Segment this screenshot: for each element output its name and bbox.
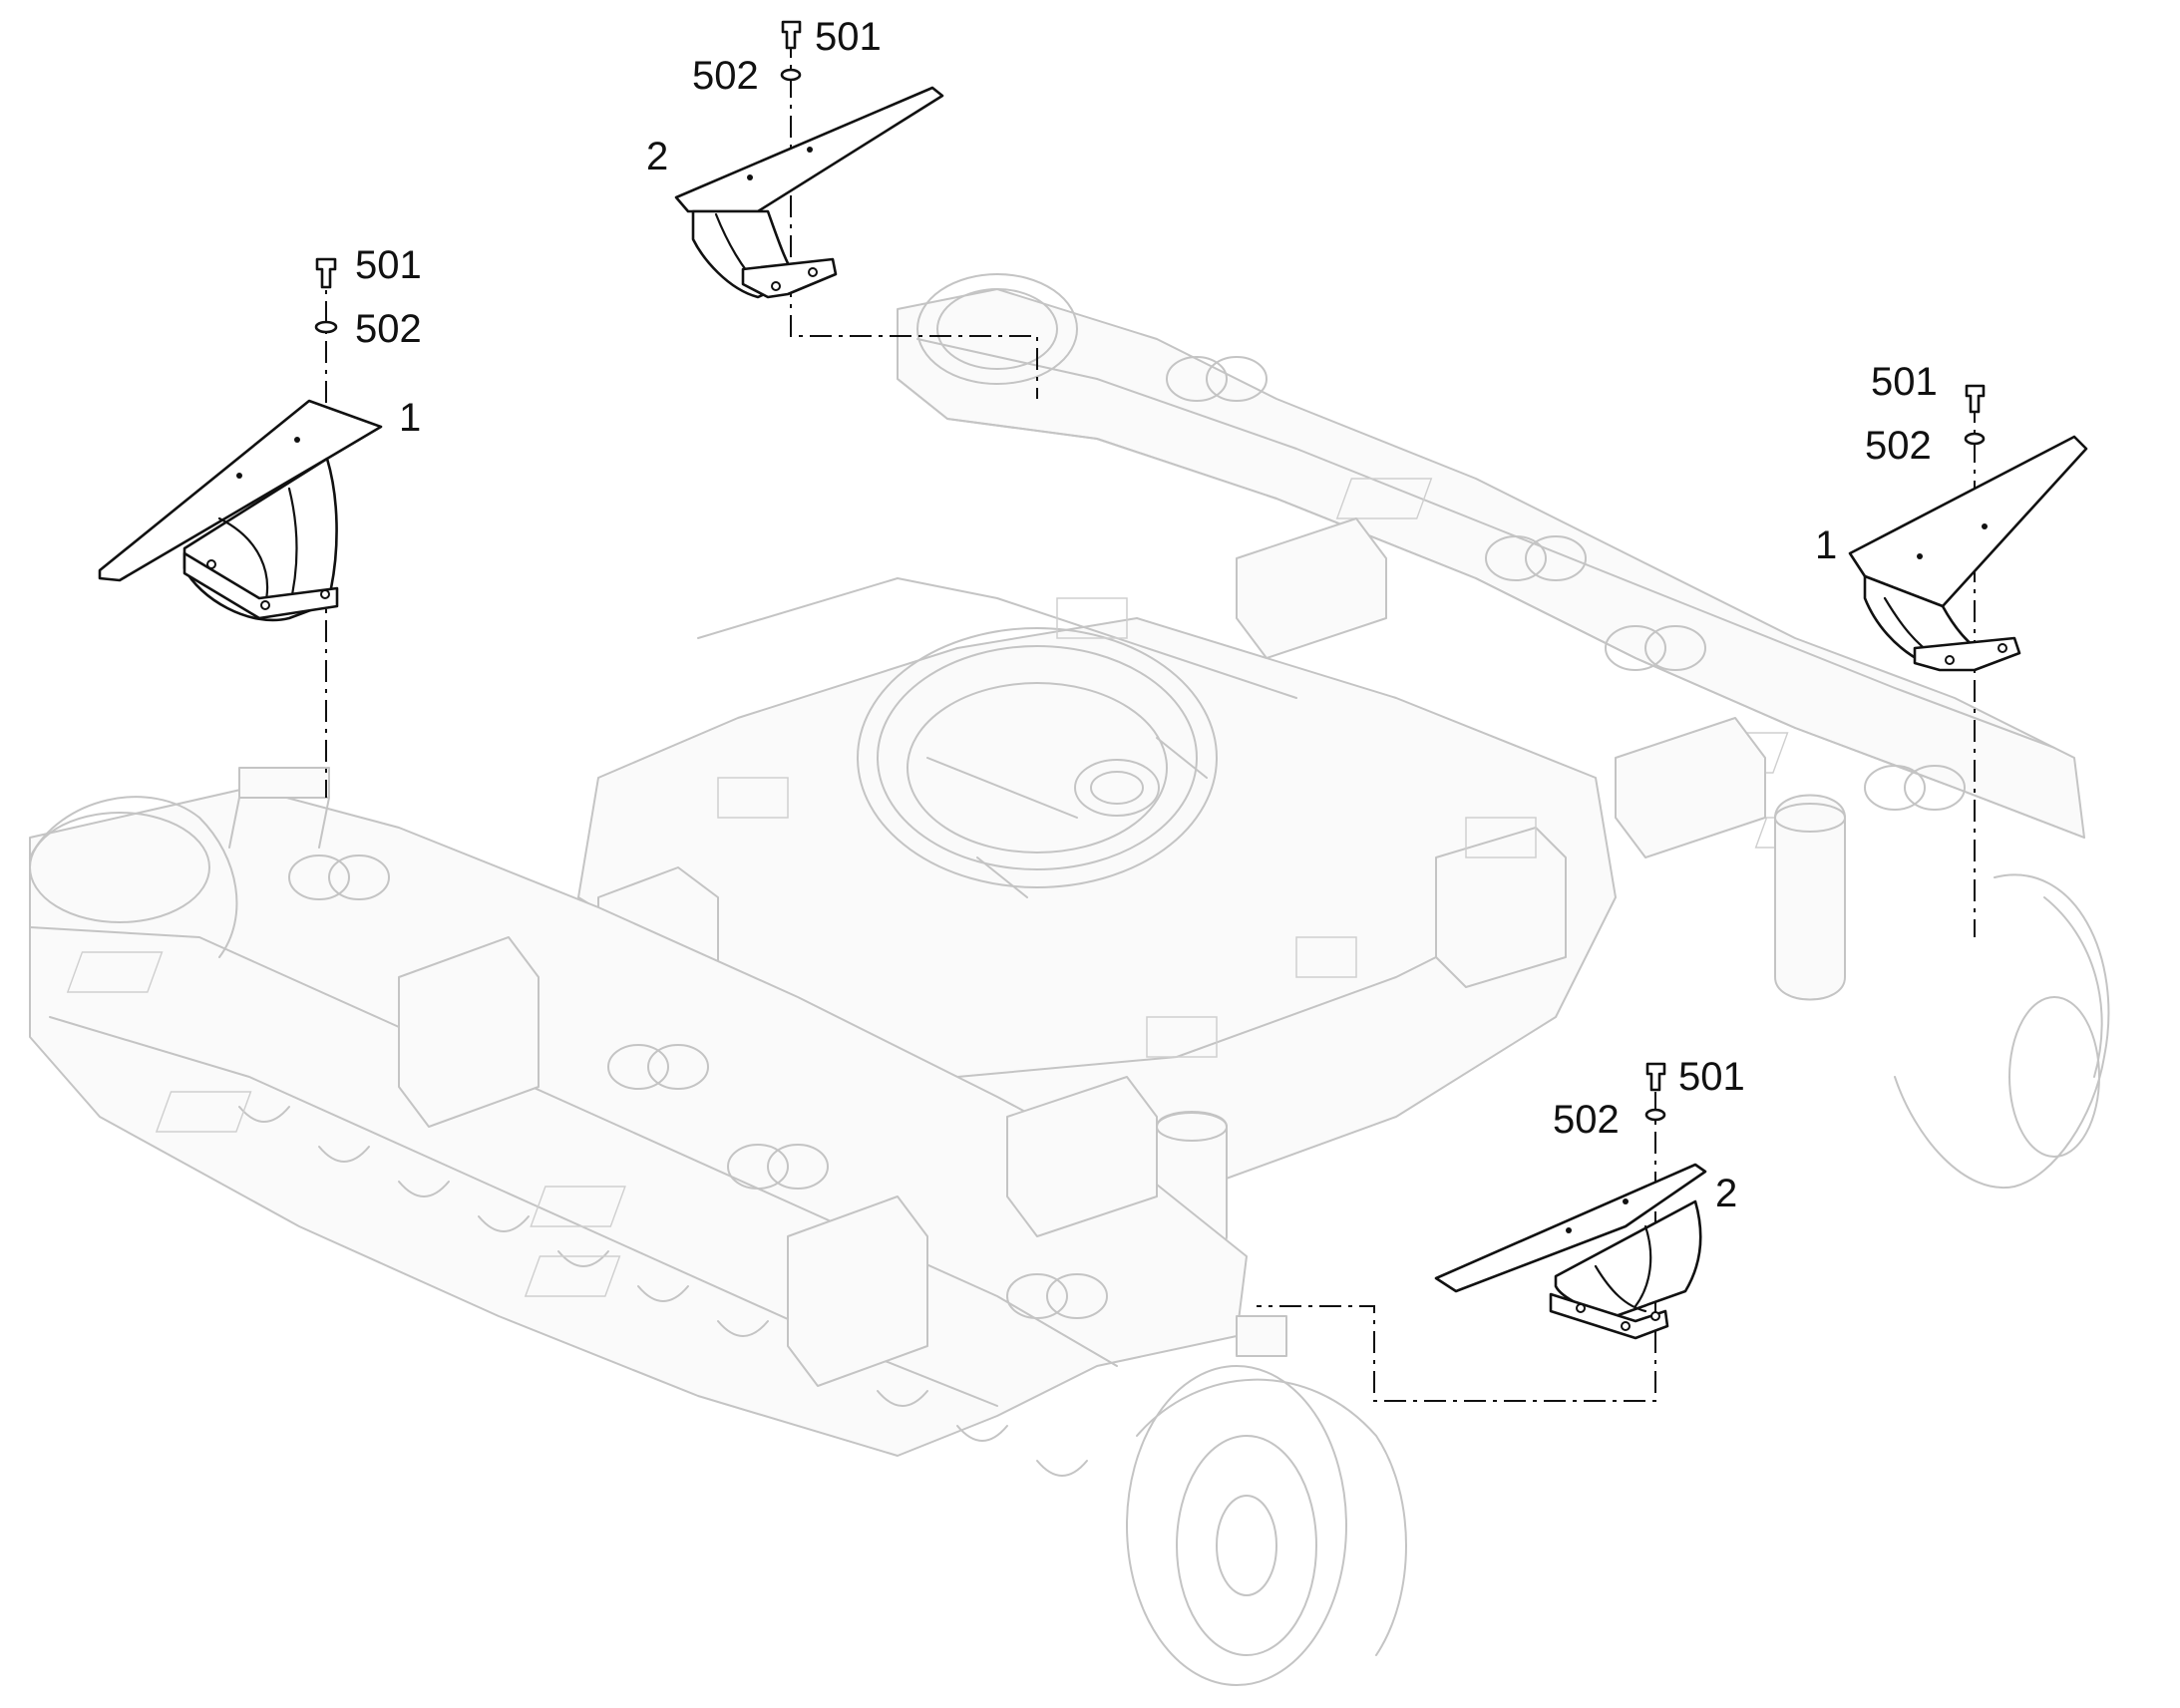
bolt-501-bottom [1645, 1062, 1666, 1092]
callout-2-bottom: 2 [1715, 1172, 1737, 1215]
bolt-501-top [781, 20, 802, 50]
bracket-part-2-bottom [1434, 1163, 1707, 1340]
callout-502-bottom: 502 [1553, 1098, 1620, 1142]
bracket-part-1-right [1848, 435, 2088, 672]
fasteners-top [780, 20, 802, 82]
bracket-part-1-left [98, 399, 383, 622]
callout-501-right: 501 [1871, 360, 1938, 404]
bracket-2-bottom-plate [1434, 1163, 1707, 1293]
callout-501-bottom: 501 [1678, 1055, 1745, 1099]
bracket-1-right-base [1913, 636, 2021, 672]
callout-502-left: 502 [355, 307, 422, 351]
callout-2-top: 2 [646, 135, 668, 178]
callout-501-left: 501 [355, 243, 422, 287]
washer-502-right [1964, 432, 1986, 446]
fasteners-left [314, 257, 338, 334]
fasteners-bottom [1644, 1062, 1666, 1122]
bracket-part-2-top [674, 86, 944, 299]
bracket-2-bottom-body [1554, 1199, 1702, 1318]
rear-track-frame [897, 273, 2110, 1190]
fasteners-right [1964, 384, 1986, 446]
bolt-501-left [315, 257, 337, 289]
callout-1-left: 1 [399, 396, 421, 440]
undercarriage-background [29, 273, 2110, 1686]
callout-502-top: 502 [692, 54, 759, 98]
callout-labels: 501 502 1 501 502 2 501 502 1 501 502 2 [355, 15, 1938, 1215]
bracket-1-right-plate [1848, 435, 2088, 608]
callout-1-right: 1 [1815, 523, 1837, 567]
washer-502-top [780, 68, 802, 82]
callout-502-right: 502 [1865, 424, 1932, 468]
front-track-frame [29, 767, 1407, 1686]
callout-501-top: 501 [815, 15, 882, 59]
bracket-1-left-base [182, 551, 339, 620]
washer-502-bottom [1644, 1108, 1666, 1122]
bolt-501-right [1965, 384, 1986, 414]
washer-502-left [314, 320, 338, 334]
